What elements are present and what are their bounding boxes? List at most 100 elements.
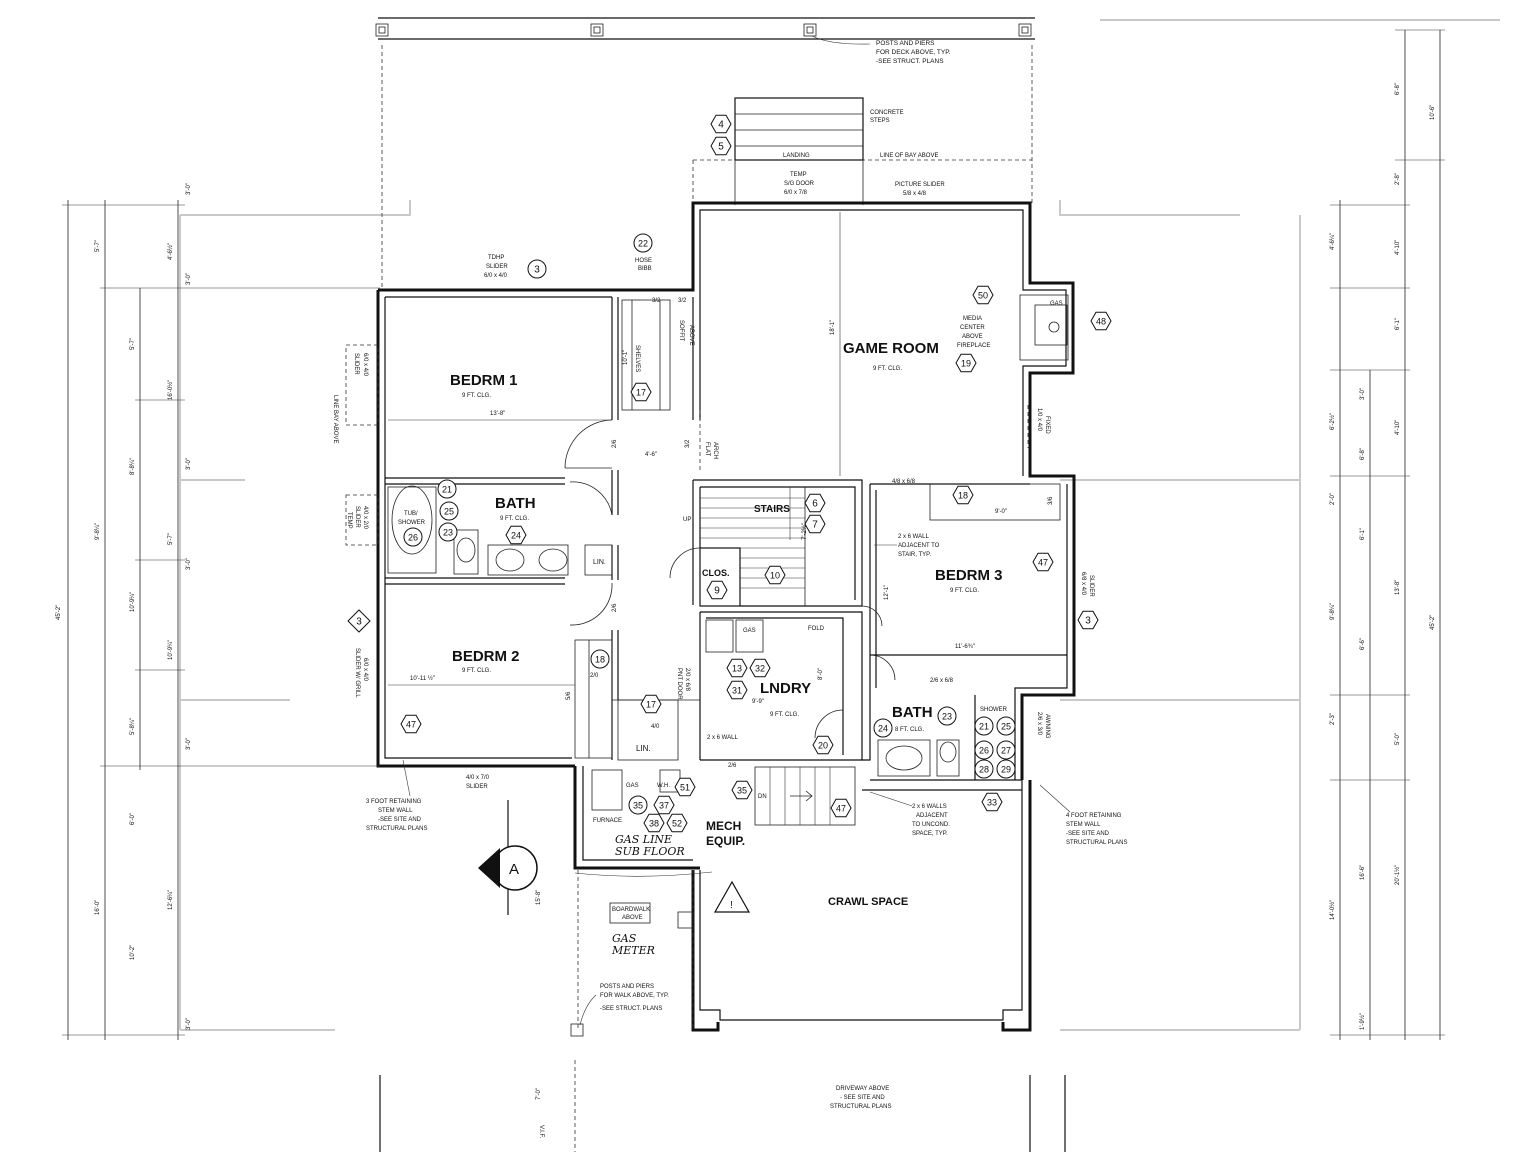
keynote-tag: 28 xyxy=(974,759,994,779)
keynote-tag: 9 xyxy=(706,580,728,600)
stair-treads xyxy=(700,487,806,606)
keynote-tag: 21 xyxy=(437,479,457,499)
left-a-4: 6'-0" xyxy=(130,813,136,825)
unc-1: 2 x 6 WALLS xyxy=(912,804,947,810)
keynote-tag-number: 31 xyxy=(732,686,742,696)
room-bath1: BATH xyxy=(495,495,536,512)
d-2-6-hall: 2/6 xyxy=(612,439,618,448)
stairs-label: STAIRS xyxy=(754,504,790,515)
keynote-tag-number: 4 xyxy=(718,120,724,131)
keynote-tag-number: 50 xyxy=(978,291,988,301)
keynote-tag: 38 xyxy=(643,813,665,833)
bedrm2-ceiling: 9 FT. CLG. xyxy=(462,668,491,674)
room-crawl-space: CRAWL SPACE xyxy=(828,896,908,908)
d-3-2a: 3/2 xyxy=(652,298,661,304)
keynote-tag-number: 52 xyxy=(672,819,682,829)
left-a-3: 8'-8¼" xyxy=(130,458,136,475)
pnt-door-2: 2/0 x 6/8 xyxy=(684,668,690,692)
shower-label: SHOWER xyxy=(980,707,1008,713)
right-b-1: 2'-8" xyxy=(1395,173,1401,185)
game-room-depth: 18'-1" xyxy=(830,320,836,335)
slider-bottom-1: 4/0 x 7/0 xyxy=(466,775,490,781)
keynote-tag: 3 xyxy=(527,259,547,279)
keynote-tag: 27 xyxy=(996,740,1016,760)
keynote-tag: 17 xyxy=(630,382,652,402)
right-b-6: 6'-6" xyxy=(1360,638,1366,650)
keynote-tag-number: 48 xyxy=(1096,317,1106,327)
concrete-steps-label-1: CONCRETE xyxy=(870,110,904,116)
d-3-6: 3/6 xyxy=(1048,496,1054,505)
keynote-tag: 47 xyxy=(830,798,852,818)
keynote-tag-number: 21 xyxy=(979,722,989,732)
unc-2: ADJACENT xyxy=(916,813,948,819)
right-a-5: 2'-3" xyxy=(1330,713,1336,725)
handwritten-gas-line: GAS LINE xyxy=(615,833,672,846)
keynote-tag: 18 xyxy=(590,649,610,669)
keynote-tag: 24 xyxy=(505,525,527,545)
left-b-3: 5'-8¼" xyxy=(130,718,136,735)
fixed-2: FIXED xyxy=(1044,416,1050,434)
gas-lndry: GAS xyxy=(743,628,756,634)
left-b-4: 10'-9¼" xyxy=(168,640,174,660)
left-c-2: 3'-0" xyxy=(186,458,192,470)
keynote-tag-number: 13 xyxy=(732,664,742,674)
exterior-walls xyxy=(376,201,1076,1032)
keynote-tag-number: 33 xyxy=(987,798,997,808)
keynote-tag: 26 xyxy=(403,527,423,547)
keynote-tag-number: 26 xyxy=(979,746,989,756)
wall-2x6-stair-1: 2 x 6 WALL xyxy=(898,534,929,540)
keynote-tag: 24 xyxy=(873,718,893,738)
bath1-ceiling: 9 FT. CLG. xyxy=(500,516,529,522)
d-7-2: 7'-2½" xyxy=(801,523,808,540)
keynote-tag: 32 xyxy=(749,658,771,678)
room-bedrm3: BEDRM 3 xyxy=(935,567,1003,584)
slider-bottom-2: SLIDER xyxy=(466,784,488,790)
d-5-6: 5/6 xyxy=(566,691,572,700)
slider-bed3-2: SLIDER xyxy=(1088,575,1094,597)
keynote-tag: 22 xyxy=(633,233,653,253)
keynote-tag: 52 xyxy=(666,813,688,833)
temp-slider-bath-2: SLIDER xyxy=(354,506,360,528)
keynote-tag-number: 24 xyxy=(511,531,521,541)
lin-label-1: LIN. xyxy=(593,559,606,566)
left-a-5: 16'-0" xyxy=(95,900,101,915)
posts-note-line2: FOR DECK ABOVE, TYP. xyxy=(876,49,951,56)
wh-label: W.H. xyxy=(657,783,670,789)
bedrm3-depth: 12'-1" xyxy=(884,585,890,600)
picture-slider-2: 5/8 x 4/8 xyxy=(903,191,927,197)
keynote-tag: 13 xyxy=(726,658,748,678)
keynote-tag-number: 26 xyxy=(408,533,418,543)
left-b-1: 16'-0½" xyxy=(167,380,174,400)
room-mech-1: MECH xyxy=(706,819,741,833)
d-2-0: 2/0 xyxy=(590,673,599,679)
pier-post xyxy=(803,23,817,37)
soffit-2: ABOVE xyxy=(688,325,694,346)
right-a-0: 4'-6¼" xyxy=(1330,233,1336,250)
soffit-1: SOFFIT xyxy=(678,320,684,342)
keynote-tag-number: 29 xyxy=(1001,765,1011,775)
d-9-9: 9'-9" xyxy=(752,699,764,705)
keynote-tag: 29 xyxy=(996,759,1016,779)
slider-bay-2: 6/0 x 4/0 xyxy=(362,353,368,377)
posts-note-line3: -SEE STRUCT. PLANS xyxy=(876,58,944,65)
keynote-tag-number: 51 xyxy=(680,783,690,793)
keynote-tag-number: 27 xyxy=(1001,746,1011,756)
keynote-tag: 51 xyxy=(674,777,696,797)
media-3: ABOVE xyxy=(962,334,983,340)
room-lndry: LNDRY xyxy=(760,680,811,697)
keynote-tag-number: 3 xyxy=(1085,616,1091,627)
keynote-tag-number: 18 xyxy=(595,655,605,665)
right-b-2: 4'-10" xyxy=(1395,240,1401,255)
keynote-tag-number: 37 xyxy=(659,801,669,811)
keynote-tag-number: 47 xyxy=(836,804,846,814)
slider-bed3-1: 6/8 x 4/0 xyxy=(1080,572,1086,596)
driveway-2: - SEE SITE AND xyxy=(840,1095,885,1101)
fixed-1: 1/0 x 4/0 xyxy=(1036,408,1042,432)
keynote-tag: 3 xyxy=(1077,610,1099,630)
retain4-2: STEM WALL xyxy=(1066,822,1101,828)
keynote-tag: 25 xyxy=(439,501,459,521)
annotations: TDHP SLIDER 6/0 x 4/0 HOSE BIBB SHELVES … xyxy=(332,255,1127,1138)
room-bedrm2: BEDRM 2 xyxy=(452,648,520,665)
slider-grill-2: 6/0 x 4/0 xyxy=(362,658,368,682)
tdhp-3: 6/0 x 4/0 xyxy=(484,273,508,279)
